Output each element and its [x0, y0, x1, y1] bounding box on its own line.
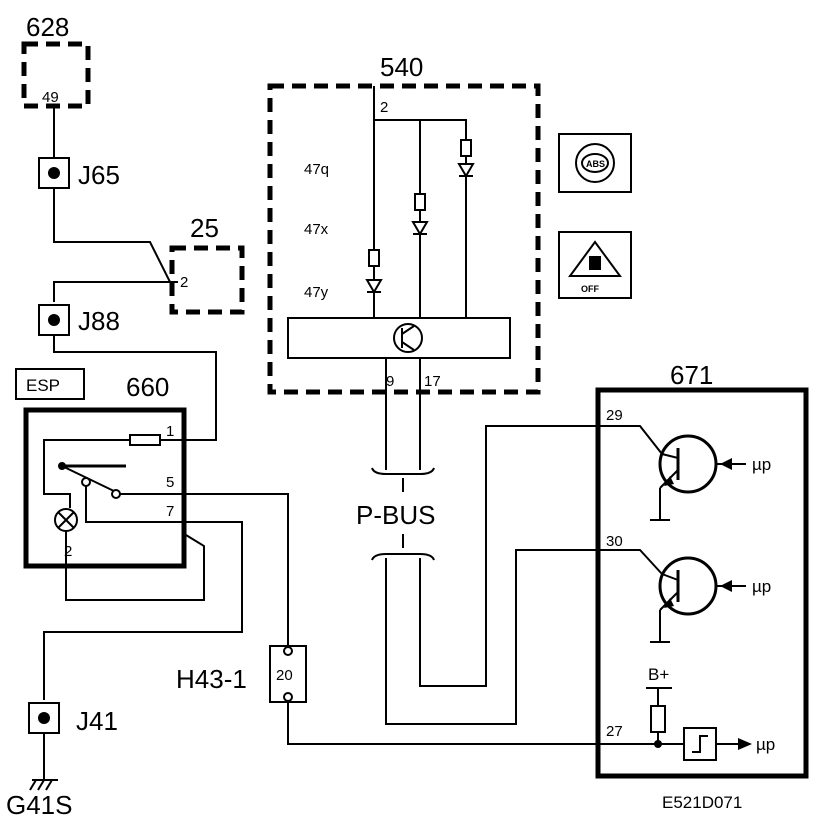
connector-j65-label: J65	[78, 160, 120, 190]
component-671-box	[595, 387, 809, 779]
component-660-pin5: 5	[166, 474, 174, 491]
component-540-label: 540	[380, 52, 423, 82]
component-25-pin: 2	[180, 274, 188, 291]
connector-j88-label: J88	[78, 306, 120, 336]
connector-j41: J41	[28, 702, 118, 736]
ground-symbol	[29, 779, 58, 791]
component-671-pin30: 30	[606, 533, 623, 550]
component-671-up3: µp	[756, 735, 775, 754]
drawing-id: E521D071	[662, 793, 742, 812]
abs-icon-text: ABS	[586, 159, 605, 169]
ground-label: G41S	[6, 790, 73, 820]
abs-warning-icon: ABS	[558, 133, 632, 193]
connector-h43-pin: 20	[276, 667, 293, 684]
component-25-label: 25	[190, 213, 219, 243]
component-540-pin-17: 17	[424, 373, 441, 390]
component-25-box	[169, 245, 245, 315]
esp-tag-text: ESP	[26, 376, 60, 395]
component-671-up2: µp	[752, 577, 771, 596]
connector-j88: J88	[38, 304, 120, 336]
off-icon-text: OFF	[581, 284, 599, 294]
p-bus-label: P-BUS	[356, 500, 435, 530]
component-660-box	[23, 407, 187, 569]
component-540-led-47y: 47y	[304, 284, 329, 301]
esp-tag: ESP	[15, 368, 85, 400]
component-671-up1: µp	[752, 455, 771, 474]
component-660-pin7: 7	[166, 503, 174, 520]
connector-j41-label: J41	[76, 706, 118, 736]
component-671-pin27: 27	[606, 723, 623, 740]
component-540-pin-top: 2	[380, 99, 388, 116]
component-540-pin-9: 9	[386, 373, 394, 390]
component-671-pin29: 29	[606, 407, 623, 424]
connector-h43-label: H43-1	[176, 664, 247, 694]
connector-j65: J65	[38, 157, 120, 190]
component-540-box	[267, 83, 541, 395]
component-628-label: 628	[26, 12, 69, 42]
component-628-box	[21, 41, 91, 109]
component-628-pin: 49	[42, 89, 59, 106]
component-671-label: 671	[670, 360, 713, 390]
component-660-label: 660	[126, 372, 169, 402]
component-540-led-47q: 47q	[304, 161, 329, 178]
component-540-led-47x: 47x	[304, 221, 329, 238]
traction-off-icon: OFF	[558, 231, 632, 299]
component-671-bplus: B+	[648, 665, 669, 684]
component-660-pin1: 1	[166, 423, 174, 440]
component-660-pin2: 2	[64, 543, 72, 560]
